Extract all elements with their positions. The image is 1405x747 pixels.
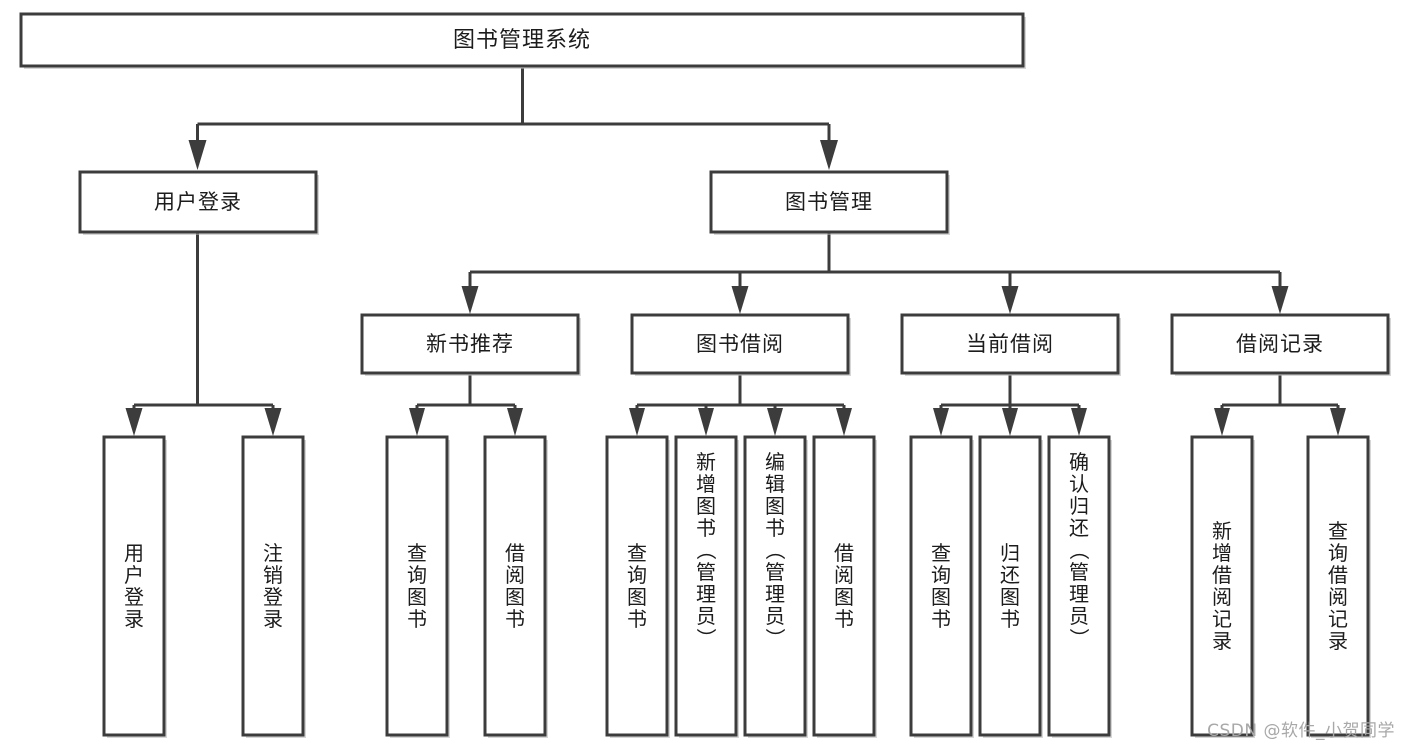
arrow-head-current-l3 — [1071, 408, 1087, 436]
leaf-current-borrow-2[interactable] — [1047, 435, 1112, 738]
node-new-book-recommend-label: 新书推荐 — [426, 332, 514, 356]
connector-group-root — [188, 68, 838, 170]
node-new-book-recommend-rect[interactable] — [360, 313, 580, 375]
arrow-head-borrow — [731, 286, 749, 314]
connector-group-newbook — [409, 375, 523, 436]
leaf-new-book-1[interactable] — [483, 435, 548, 738]
leaf-borrow-record-1-rect[interactable] — [1306, 435, 1370, 737]
leaf-current-borrow-0[interactable] — [909, 435, 974, 738]
arrow-head-record-l1 — [1214, 408, 1230, 436]
node-current-borrow-rect[interactable] — [900, 313, 1120, 375]
arrow-head-login-leaf2 — [264, 408, 282, 436]
arrow-head-newbook — [461, 286, 479, 314]
node-borrow-record-label: 借阅记录 — [1236, 332, 1324, 356]
connector-group-record — [1214, 375, 1346, 436]
arrow-head-current-l1 — [933, 408, 949, 436]
node-book-borrow[interactable]: 图书借阅 — [630, 313, 851, 376]
leaf-current-borrow-0-rect[interactable] — [909, 435, 973, 737]
leaf-borrow-record-0[interactable] — [1190, 435, 1255, 738]
connector-group-borrow — [629, 375, 852, 436]
leaf-current-borrow-1-rect[interactable] — [978, 435, 1042, 737]
node-new-book-recommend[interactable]: 新书推荐 — [360, 313, 581, 376]
leaf-borrow-record-0-rect[interactable] — [1190, 435, 1254, 737]
node-root-rect[interactable] — [19, 12, 1025, 68]
arrow-head-current-l2 — [1002, 408, 1018, 436]
leaf-book-borrow-1[interactable] — [674, 435, 739, 738]
leaf-borrow-record-1[interactable] — [1306, 435, 1371, 738]
node-current-borrow-label: 当前借阅 — [966, 332, 1054, 356]
node-user-login[interactable]: 用户登录 — [78, 170, 319, 235]
leaf-book-borrow-2[interactable] — [743, 435, 808, 738]
arrow-head-bookmgmt — [820, 140, 838, 170]
arrow-head-borrow-l2 — [698, 408, 714, 436]
node-book-borrow-label: 图书借阅 — [696, 332, 784, 356]
node-borrow-record[interactable]: 借阅记录 — [1170, 313, 1391, 376]
leaf-book-borrow-2-rect[interactable] — [743, 435, 807, 737]
leaf-current-borrow-2-rect[interactable] — [1047, 435, 1111, 737]
node-book-management-rect[interactable] — [709, 170, 949, 234]
node-root-label: 图书管理系统 — [453, 28, 591, 53]
leaf-user-login-1[interactable] — [241, 435, 306, 738]
arrow-head-record-l2 — [1330, 408, 1346, 436]
connector-group-bookmgmt — [461, 232, 1289, 314]
connector-group-login — [125, 232, 282, 436]
arrow-head-login-leaf1 — [125, 408, 143, 436]
arrow-head-record — [1271, 286, 1289, 314]
node-current-borrow[interactable]: 当前借阅 — [900, 313, 1121, 376]
leaf-user-login-0-rect[interactable] — [102, 435, 166, 737]
arrow-head-borrow-l3 — [767, 408, 783, 436]
leaf-current-borrow-1[interactable] — [978, 435, 1043, 738]
arrow-head-newbook-l2 — [507, 408, 523, 436]
arrow-head-current — [1001, 286, 1019, 314]
node-borrow-record-rect[interactable] — [1170, 313, 1390, 375]
arrow-head-newbook-l1 — [409, 408, 425, 436]
leaf-user-login-0[interactable] — [102, 435, 167, 738]
leaf-book-borrow-0-rect[interactable] — [605, 435, 669, 737]
node-root[interactable]: 图书管理系统 — [19, 12, 1026, 69]
node-book-management-label: 图书管理 — [785, 190, 873, 214]
arrow-head-login — [188, 140, 207, 170]
arrow-head-borrow-l1 — [629, 408, 645, 436]
leaf-new-book-1-rect[interactable] — [483, 435, 547, 737]
node-user-login-label: 用户登录 — [154, 190, 242, 214]
leaf-new-book-0-rect[interactable] — [385, 435, 449, 737]
leaf-new-book-0[interactable] — [385, 435, 450, 738]
node-book-borrow-rect[interactable] — [630, 313, 850, 375]
node-book-management[interactable]: 图书管理 — [709, 170, 950, 235]
leaf-user-login-1-rect[interactable] — [241, 435, 305, 737]
leaf-book-borrow-0[interactable] — [605, 435, 670, 738]
leaf-book-borrow-3-rect[interactable] — [812, 435, 876, 737]
node-user-login-rect[interactable] — [78, 170, 318, 234]
leaf-book-borrow-1-rect[interactable] — [674, 435, 738, 737]
arrow-head-borrow-l4 — [836, 408, 852, 436]
leaf-book-borrow-3[interactable] — [812, 435, 877, 738]
connector-group-current — [933, 375, 1087, 436]
